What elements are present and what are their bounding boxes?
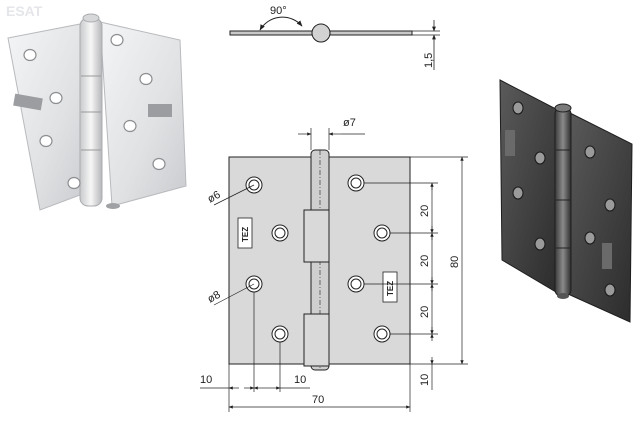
bottom-margin-label: 10 [419,374,431,386]
spacing-label-1: 20 [419,205,431,217]
dark-logo-right [602,243,612,269]
top-view: 90° 1,5 [229,5,440,70]
thickness-label: 1,5 [423,53,435,68]
upper-hole-label: ø6 [206,189,223,206]
overall-height-label: 80 [449,256,461,268]
right-leaf [99,21,187,207]
lower-hole-label: ø8 [206,289,223,306]
dark-left-leaf [499,79,559,293]
angle-arc [259,16,303,31]
center-offset-label: 10 [294,374,306,386]
brand-logo-right [148,104,172,117]
dark-logo-left [505,130,515,156]
drawing-logo-right: TEZ [382,271,398,303]
hinge-photo-black [499,79,633,323]
front-view-drawing: TEZ TEZ ø7 ø6 ø8 [200,117,468,412]
screw-holes [23,33,166,190]
pin-diameter-label: ø7 [343,117,356,129]
brand-logo-text-right: TEZ [386,281,395,296]
brand-logo-text-left: TEZ [241,227,250,242]
spacing-label-2: 20 [419,255,431,267]
drawing-right-leaf [328,156,411,365]
left-margin-label: 10 [200,374,212,386]
dark-knuckle [554,107,572,297]
angle-label: 90° [270,5,287,17]
top-leaf-left [229,30,313,36]
spacing-label-3: 20 [419,306,431,318]
top-knuckle [311,23,331,43]
top-leaf-right [329,30,413,36]
drawing-left-leaf [228,156,312,365]
dark-screw-holes [512,101,616,297]
drawing-logo-left: TEZ [237,217,253,249]
drawing-holes [245,174,391,343]
dark-right-leaf [567,111,633,323]
watermark-text: ESAT [6,3,43,19]
overall-width-label: 70 [312,394,324,406]
hinge-photo-steel: ESAT [6,3,187,211]
brand-logo-left [13,93,43,111]
